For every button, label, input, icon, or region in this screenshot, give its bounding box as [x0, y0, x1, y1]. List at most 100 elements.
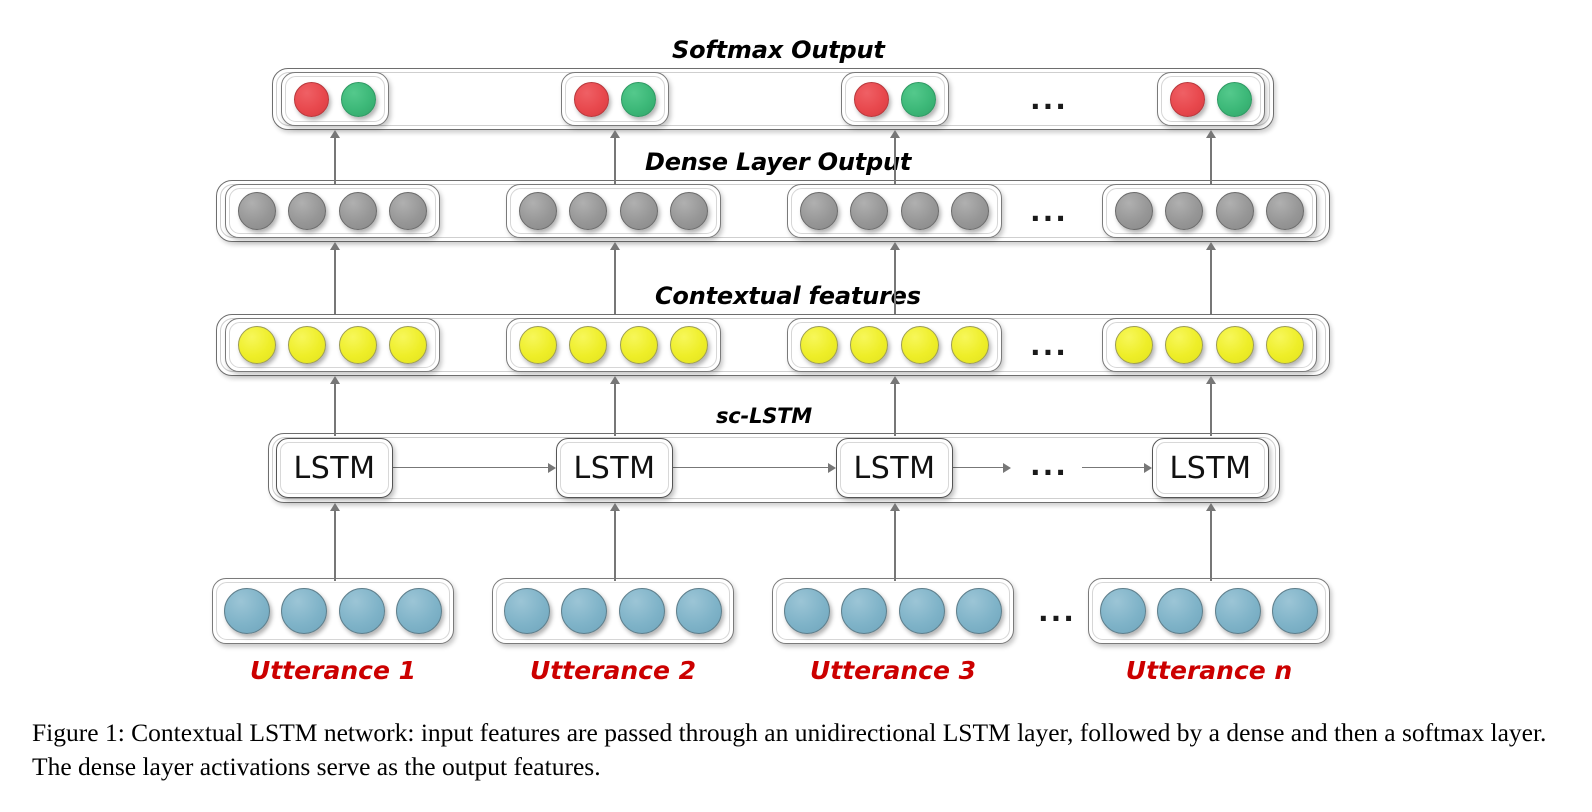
softmax-node-red-3 — [854, 81, 889, 117]
dense-node-1-4 — [388, 192, 427, 230]
utterance-group-3[interactable] — [772, 578, 1014, 644]
dense-node-3-4 — [950, 192, 989, 230]
contextual-node-2-4 — [669, 326, 708, 364]
dense-node-3-2 — [850, 192, 889, 230]
dense-node-3-3 — [900, 192, 939, 230]
arrowhead-lstm-to-context-3 — [890, 376, 900, 384]
input-node-1-3 — [338, 588, 385, 634]
lstm-cell-3[interactable]: LSTM — [836, 438, 953, 498]
utterance-label-1: Utterance 1 — [249, 656, 417, 685]
connector-context-to-dense-3 — [894, 250, 896, 314]
connector-context-to-dense-2 — [614, 250, 616, 314]
arrowhead-dense-to-softmax-1 — [330, 130, 340, 138]
utterance-group-n[interactable] — [1088, 578, 1330, 644]
input-node-2-1 — [504, 588, 551, 634]
contextual-node-2-3 — [619, 326, 658, 364]
dense-group-3[interactable] — [787, 184, 1002, 238]
arrowhead-input-to-lstm-n — [1206, 503, 1216, 511]
utterance-group-1[interactable] — [212, 578, 454, 644]
contextual-layer-label: Contextual features — [655, 282, 921, 310]
connector-lstm-to-context-2 — [614, 384, 616, 436]
input-node-3-4 — [955, 588, 1002, 634]
contextual-node-n-3 — [1215, 326, 1254, 364]
input-node-1-2 — [281, 588, 328, 634]
connector-lstm-to-context-1 — [334, 384, 336, 436]
arrowhead-context-to-dense-1 — [330, 242, 340, 250]
dense-node-3-1 — [800, 192, 839, 230]
connector-input-to-lstm-n — [1210, 511, 1212, 581]
contextual-node-3-1 — [800, 326, 839, 364]
utterance-group-2[interactable] — [492, 578, 734, 644]
input-node-n-2 — [1157, 588, 1204, 634]
lstm-cell-1[interactable]: LSTM — [276, 438, 393, 498]
input-node-2-3 — [618, 588, 665, 634]
utterance-label-2: Utterance 2 — [529, 656, 697, 685]
contextual-node-3-3 — [900, 326, 939, 364]
input-node-2-4 — [675, 588, 722, 634]
arrowhead-dense-to-softmax-3 — [890, 130, 900, 138]
softmax-node-green-1 — [341, 81, 376, 117]
connector-dense-to-softmax-1 — [334, 138, 336, 184]
softmax-group-n[interactable] — [1157, 72, 1265, 126]
input-node-3-2 — [841, 588, 888, 634]
softmax-node-red-n — [1170, 81, 1205, 117]
input-node-n-3 — [1214, 588, 1261, 634]
contextual-group-2[interactable] — [506, 318, 721, 372]
arrowhead-dense-to-softmax-n — [1206, 130, 1216, 138]
softmax-group-2[interactable] — [561, 72, 669, 126]
dense-node-1-3 — [338, 192, 377, 230]
softmax-layer-band — [272, 68, 1274, 130]
figure-caption: Figure 1: Contextual LSTM network: input… — [32, 718, 1547, 782]
lstm-cell-2[interactable]: LSTM — [556, 438, 673, 498]
connector-input-to-lstm-2 — [614, 511, 616, 581]
connector-input-to-lstm-3 — [894, 511, 896, 581]
contextual-node-1-1 — [238, 326, 277, 364]
dense-node-2-1 — [519, 192, 558, 230]
arrowhead-context-to-dense-n — [1206, 242, 1216, 250]
recurrent-arrowhead-ellipsis-to-n — [1144, 463, 1152, 473]
dense-node-n-4 — [1265, 192, 1304, 230]
contextual-group-n[interactable] — [1102, 318, 1317, 372]
dense-node-n-2 — [1165, 192, 1204, 230]
arrowhead-context-to-dense-2 — [610, 242, 620, 250]
utterance-row-ellipsis: ... — [1038, 595, 1076, 628]
dense-node-1-1 — [238, 192, 277, 230]
contextual-node-1-3 — [338, 326, 377, 364]
input-node-n-1 — [1100, 588, 1147, 634]
dense-node-2-3 — [619, 192, 658, 230]
contextual-node-3-4 — [950, 326, 989, 364]
dense-group-2[interactable] — [506, 184, 721, 238]
contextual-group-3[interactable] — [787, 318, 1002, 372]
input-node-3-3 — [898, 588, 945, 634]
dense-node-2-4 — [669, 192, 708, 230]
contextual-node-n-4 — [1265, 326, 1304, 364]
dense-group-1[interactable] — [225, 184, 440, 238]
contextual-node-n-1 — [1115, 326, 1154, 364]
softmax-row-ellipsis: ... — [1030, 83, 1068, 116]
lstm-row-ellipsis: ... — [1030, 449, 1068, 482]
connector-dense-to-softmax-3 — [894, 138, 896, 184]
contextual-row-ellipsis: ... — [1030, 329, 1068, 362]
contextual-node-3-2 — [850, 326, 889, 364]
softmax-group-1[interactable] — [281, 72, 389, 126]
recurrent-connector-2-to-3 — [673, 467, 828, 469]
arrowhead-input-to-lstm-3 — [890, 503, 900, 511]
contextual-group-1[interactable] — [225, 318, 440, 372]
connector-dense-to-softmax-n — [1210, 138, 1212, 184]
dense-node-n-3 — [1215, 192, 1254, 230]
arrowhead-lstm-to-context-2 — [610, 376, 620, 384]
softmax-group-3[interactable] — [841, 72, 949, 126]
arrowhead-context-to-dense-3 — [890, 242, 900, 250]
dense-row-ellipsis: ... — [1030, 195, 1068, 228]
softmax-layer-label: Softmax Output — [672, 36, 885, 64]
utterance-label-n: Utterance n — [1125, 656, 1293, 685]
dense-node-1-2 — [288, 192, 327, 230]
softmax-node-red-2 — [574, 81, 609, 117]
connector-context-to-dense-n — [1210, 250, 1212, 314]
dense-layer-label: Dense Layer Output — [645, 148, 912, 176]
contextual-node-2-2 — [569, 326, 608, 364]
dense-group-n[interactable] — [1102, 184, 1317, 238]
lstm-cell-n[interactable]: LSTM — [1152, 438, 1269, 498]
input-node-3-1 — [784, 588, 831, 634]
